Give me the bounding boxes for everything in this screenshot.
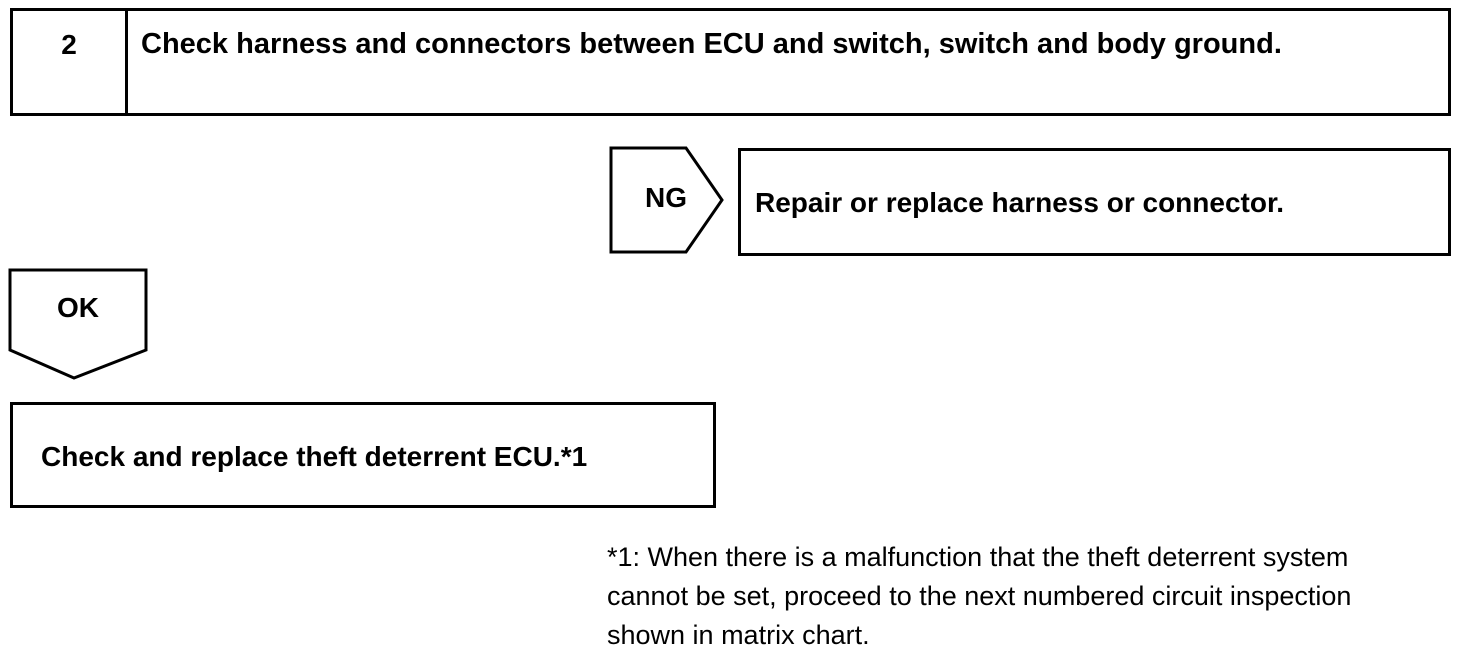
step-divider — [125, 11, 128, 113]
footnote-line: shown in matrix chart. — [607, 620, 870, 650]
footnote: *1: When there is a malfunction that the… — [607, 538, 1467, 655]
footnote-line: *1: When there is a malfunction that the… — [607, 542, 1349, 572]
footnote-line: cannot be set, proceed to the next numbe… — [607, 581, 1352, 611]
ng-result-box: Repair or replace harness or connector. — [738, 148, 1451, 256]
step-header-box: 2 Check harness and connectors between E… — [10, 8, 1451, 116]
ng-result-text: Repair or replace harness or connector. — [755, 187, 1285, 218]
step-title: Check harness and connectors between ECU… — [141, 28, 1282, 60]
step-number: 2 — [61, 29, 77, 60]
ng-label: NG — [645, 182, 687, 213]
ok-result-box: Check and replace theft deterrent ECU.*1 — [10, 402, 716, 508]
ok-label: OK — [57, 292, 99, 323]
ok-result-text: Check and replace theft deterrent ECU.*1 — [41, 441, 588, 472]
